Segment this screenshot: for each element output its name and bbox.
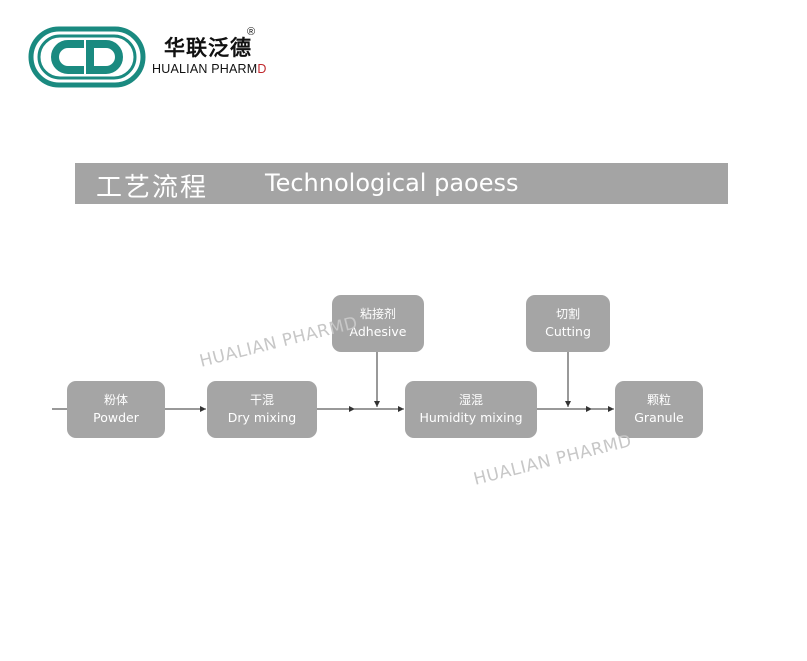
node-adhesive: 粘接剂 Adhesive <box>332 295 424 352</box>
node-humidity-mixing: 湿混 Humidity mixing <box>405 381 537 438</box>
node-powder-en: Powder <box>93 410 139 425</box>
node-adhesive-cn: 粘接剂 <box>359 307 396 321</box>
brand-name-english-last: D <box>257 62 267 76</box>
node-dry-mixing-en: Dry mixing <box>227 410 297 425</box>
node-adhesive-en: Adhesive <box>349 324 407 339</box>
node-granule-en: Granule <box>634 410 684 425</box>
registered-mark: ® <box>247 26 256 38</box>
node-dry-mixing: 干混 Dry mixing <box>207 381 317 438</box>
brand-name-english: HUALIAN PHARMD <box>152 62 267 76</box>
node-cutting: 切割 Cutting <box>526 295 610 352</box>
node-granule-cn: 颗粒 <box>646 393 671 407</box>
node-powder: 粉体 Powder <box>67 381 165 438</box>
node-cutting-en: Cutting <box>545 324 591 339</box>
node-powder-cn: 粉体 <box>103 393 128 407</box>
cd-logo-icon <box>28 26 146 88</box>
section-title-english: Technological paoess <box>265 169 519 197</box>
node-dry-mixing-cn: 干混 <box>249 393 274 407</box>
node-cutting-cn: 切割 <box>555 307 580 321</box>
section-title-banner: 工艺流程 Technological paoess <box>75 163 728 204</box>
brand-name-chinese: 华联泛德 <box>164 36 252 60</box>
company-logo: 华联泛德 ® HUALIAN PHARMD <box>28 26 268 90</box>
brand-name-english-main: HUALIAN PHARM <box>152 62 258 76</box>
node-humidity-mixing-en: Humidity mixing <box>419 410 523 425</box>
node-granule: 颗粒 Granule <box>615 381 703 438</box>
section-title-chinese: 工艺流程 <box>96 173 209 203</box>
node-humidity-mixing-cn: 湿混 <box>458 393 483 407</box>
